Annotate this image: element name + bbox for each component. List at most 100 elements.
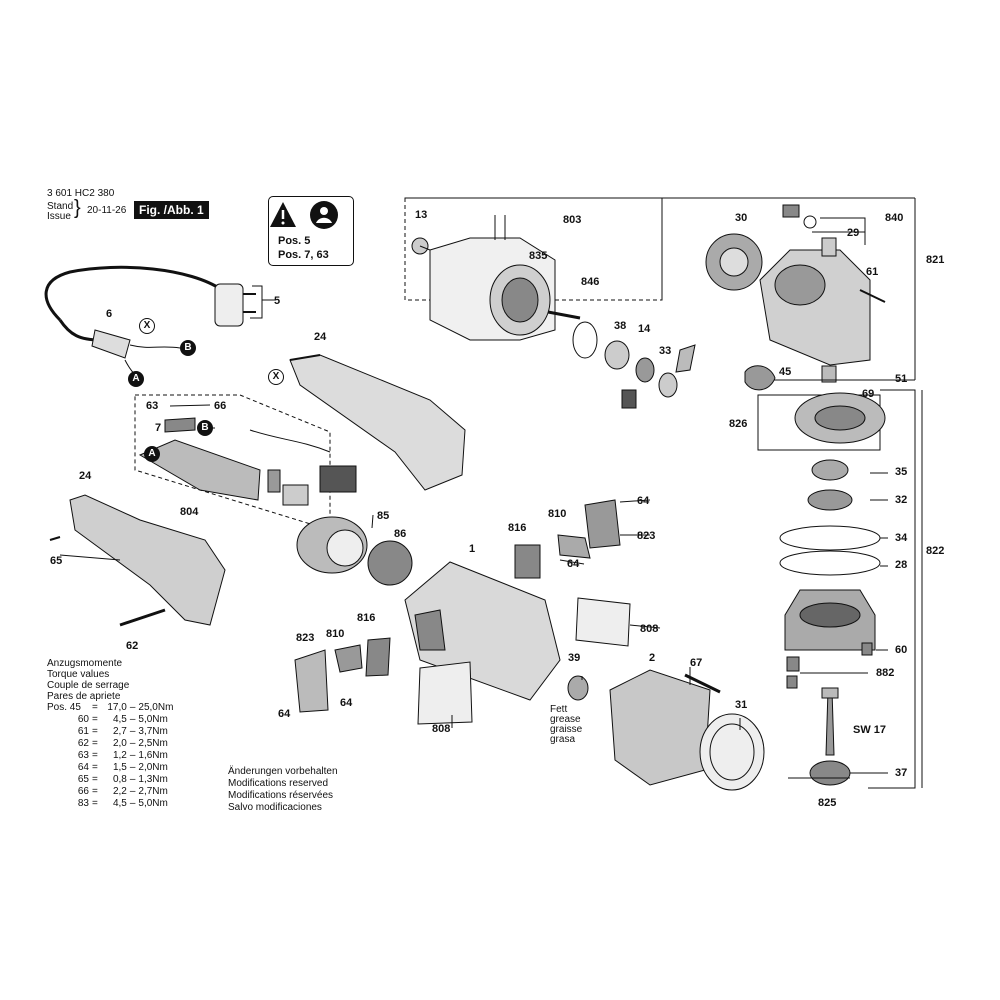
- label-64-a: 64: [637, 495, 650, 507]
- grease-note: Fett grease graisse grasa: [550, 705, 582, 745]
- torque-cell-pos: 66: [77, 786, 89, 797]
- torque-cell-max: 2,5Nm: [138, 738, 168, 749]
- torque-cell-max: 25,0Nm: [138, 702, 174, 713]
- torque-cell-eq: =: [92, 726, 98, 737]
- label-62: 62: [126, 640, 139, 652]
- grease-line: graisse: [550, 724, 583, 735]
- torque-cell-min: 2,2: [112, 786, 127, 797]
- label-69: 69: [862, 388, 875, 400]
- label-30: 30: [735, 212, 748, 224]
- modifications-line: Salvo modificaciones: [228, 802, 322, 813]
- torque-row: 61=2,7–3,7Nm: [47, 726, 176, 738]
- label-60: 60: [895, 644, 908, 656]
- label-816-left: 816: [357, 612, 376, 624]
- torque-cell-dash: –: [129, 738, 136, 749]
- label-846: 846: [581, 276, 600, 288]
- torque-cell-eq: =: [92, 786, 98, 797]
- label-808-left: 808: [432, 723, 451, 735]
- label-67: 67: [690, 657, 703, 669]
- warning-line-2: Pos. 7, 63: [278, 249, 329, 261]
- torque-cell-pos: 60: [77, 714, 89, 725]
- label-816-right: 816: [508, 522, 527, 534]
- torque-cell-min: 1,2: [112, 750, 127, 761]
- label-14: 14: [638, 323, 651, 335]
- torque-cell-pos: 63: [77, 750, 89, 761]
- marker-a: A: [128, 371, 144, 387]
- torque-cell-min: 17,0: [107, 702, 127, 713]
- grease-line: Fett: [550, 704, 568, 715]
- stand-label: Stand: [47, 201, 74, 212]
- label-37: 37: [895, 767, 908, 779]
- torque-cell-eq: =: [92, 774, 98, 785]
- modifications-line: Änderungen vorbehalten: [228, 766, 338, 777]
- label-7: 7: [155, 422, 162, 434]
- torque-row: 60=4,5–5,0Nm: [47, 714, 176, 726]
- torque-cell-dash: –: [129, 774, 136, 785]
- label-63: 63: [146, 400, 159, 412]
- label-64-c: 64: [340, 697, 353, 709]
- issue-label: Issue: [47, 211, 71, 222]
- label-85: 85: [377, 510, 390, 522]
- torque-cell-pos: 62: [77, 738, 89, 749]
- label-39: 39: [568, 652, 581, 664]
- label-1: 1: [469, 543, 476, 555]
- label-34: 34: [895, 532, 908, 544]
- label-24-top: 24: [314, 331, 327, 343]
- torque-cell-min: 0,8: [112, 774, 127, 785]
- issue-date: 20-11-26: [87, 205, 127, 216]
- label-13: 13: [415, 209, 428, 221]
- brace-glyph: }: [74, 197, 81, 219]
- torque-cell-min: 4,5: [112, 798, 127, 809]
- torque-cell-eq: =: [92, 762, 98, 773]
- marker-a: A: [144, 446, 160, 462]
- figure-badge: Fig. /Abb. 1: [134, 201, 209, 219]
- torque-heading: Torque values: [47, 669, 110, 680]
- torque-cell-pos: 64: [77, 762, 89, 773]
- torque-row: Pos. 45=17,0–25,0Nm: [47, 702, 176, 714]
- torque-heading: Anzugsmomente: [47, 658, 123, 669]
- label-64-d: 64: [278, 708, 291, 720]
- label-33: 33: [659, 345, 672, 357]
- label-65: 65: [50, 555, 63, 567]
- torque-cell-min: 1,5: [112, 762, 127, 773]
- torque-cell-dash: –: [129, 714, 136, 725]
- label-810-right: 810: [548, 508, 567, 520]
- modifications-note: Änderungen vorbehalten Modifications res…: [228, 766, 338, 814]
- label-61: 61: [866, 266, 879, 278]
- torque-row: 63=1,2–1,6Nm: [47, 750, 176, 762]
- label-64-b: 64: [567, 558, 580, 570]
- torque-cell-pos: 65: [77, 774, 89, 785]
- label-822: 822: [926, 545, 945, 557]
- torque-cell-dash: –: [129, 726, 136, 737]
- torque-cell-eq: =: [92, 738, 98, 749]
- marker-b: B: [197, 420, 213, 436]
- label-5: 5: [274, 295, 281, 307]
- torque-cell-max: 5,0Nm: [138, 798, 168, 809]
- marker-x: X: [268, 369, 284, 385]
- torque-cell-max: 2,7Nm: [138, 786, 168, 797]
- label-31: 31: [735, 699, 748, 711]
- torque-row: 66= 2,2–2,7Nm: [47, 786, 176, 798]
- label-6: 6: [106, 308, 113, 320]
- label-45: 45: [779, 366, 792, 378]
- torque-heading: Pares de apriete: [47, 691, 121, 702]
- part-number: 3 601 HC2 380: [47, 188, 115, 199]
- label-24-left: 24: [79, 470, 92, 482]
- label-803: 803: [563, 214, 582, 226]
- label-823-right: 823: [637, 530, 656, 542]
- warning-triangle-icon: [270, 201, 338, 229]
- torque-cell-min: 4,5: [112, 714, 127, 725]
- label-38: 38: [614, 320, 627, 332]
- torque-cell-dash: –: [129, 798, 136, 809]
- warning-box: Pos. 5 Pos. 7, 63: [268, 196, 354, 266]
- label-29: 29: [847, 227, 860, 239]
- torque-cell-dash: –: [129, 786, 136, 797]
- marker-x: X: [139, 318, 155, 334]
- torque-cell-pos: Pos. 45: [47, 702, 81, 713]
- label-66: 66: [214, 400, 227, 412]
- torque-cell-dash: –: [129, 702, 136, 713]
- torque-row: 64=1,5–2,0Nm: [47, 762, 176, 774]
- torque-row: 83=4,5–5,0Nm: [47, 798, 176, 810]
